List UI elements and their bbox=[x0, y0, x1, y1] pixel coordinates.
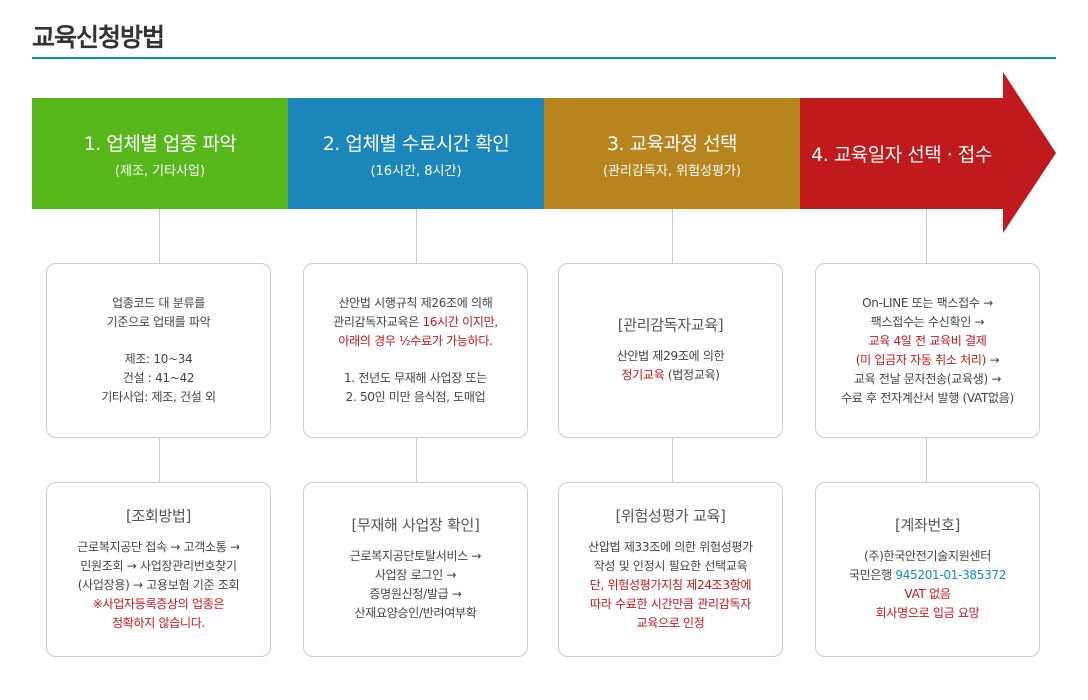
step-2: 2. 업체별 수료시간 확인 (16시간, 8시간) bbox=[288, 98, 544, 209]
highlight-text: 아래의 경우 ½수료가 가능하다. bbox=[338, 334, 493, 348]
text-line: 업종코드 대 분류를 bbox=[112, 296, 205, 310]
industry-code-box: 업종코드 대 분류를 기준으로 업태를 파악 제조: 10~34 건설 : 41… bbox=[46, 263, 271, 438]
highlight-text: 16시간 이지만, bbox=[422, 315, 499, 329]
step-4: 4. 교육일자 선택 · 접수 bbox=[800, 98, 1003, 209]
risk-assessment-box: [위험성평가 교육] 산압법 제33조에 의한 위험성평가 작성 및 인정시 필… bbox=[558, 482, 783, 657]
text-line: (주)한국안전기술지원센터 bbox=[864, 549, 991, 563]
account-number: 945201-01-385372 bbox=[895, 568, 1007, 582]
highlight-text: 따라 수료한 시간만큼 관리감독자 bbox=[590, 596, 751, 611]
text-line: On-LINE 또는 팩스접수 → bbox=[862, 295, 993, 310]
account-number-box: [계좌번호] (주)한국안전기술지원센터 국민은행 945201-01-3853… bbox=[815, 482, 1040, 657]
step-2-label: 2. 업체별 수료시간 확인 bbox=[322, 132, 510, 155]
box-title: [조회방법] bbox=[125, 506, 192, 525]
text-line: (사업장용) → 고용보험 기준 조회 bbox=[77, 577, 240, 592]
highlight-text: 회사명으로 입금 요망 bbox=[875, 606, 980, 620]
box-title: [계좌번호] bbox=[894, 516, 961, 534]
text-line: 근로복지공단 접속 → 고객소통 → bbox=[77, 539, 240, 554]
hours-box: 산안법 시행규칙 제26조에 의해 관리감독자교육은 16시간 이지만, 아래의… bbox=[303, 263, 528, 438]
step-4-label: 4. 교육일자 선택 · 접수 bbox=[811, 144, 992, 166]
text-line: 민원조회 → 사업장관리번호찾기 bbox=[80, 558, 237, 573]
page-title: 교육신청방법 bbox=[32, 23, 165, 52]
text-line: 산안법 제29조에 의한 bbox=[616, 349, 725, 363]
step-3: 3. 교육과정 선택 (관리감독자, 위험성평가) bbox=[544, 98, 800, 209]
title-divider bbox=[32, 57, 1056, 59]
text-line: 기준으로 업태를 파악 bbox=[106, 315, 211, 329]
highlight-text: (미 입금자 자동 취소 처리) bbox=[855, 352, 987, 367]
text-line: (법정교육) bbox=[664, 368, 720, 382]
highlight-text: VAT 없음 bbox=[904, 587, 951, 601]
text-line: 작성 및 인정시 필요한 선택교육 bbox=[593, 558, 748, 573]
text-line: → bbox=[985, 352, 1000, 367]
step-1: 1. 업체별 업종 파악 (제조, 기타사업) bbox=[32, 98, 288, 209]
text-line: 근로복지공단토탈서비스 → bbox=[349, 549, 482, 563]
text-line: 기타사업: 제조, 건설 외 bbox=[101, 390, 216, 404]
no-accident-box: [무재해 사업장 확인] 근로복지공단토탈서비스 → 사업장 로그인 → 증명원… bbox=[303, 482, 528, 657]
highlight-text: 교육으로 인정 bbox=[636, 615, 705, 630]
supervisor-course-box: [관리감독자교육] 산안법 제29조에 의한 정기교육 (법정교육) bbox=[558, 263, 783, 438]
highlight-text: 정확하지 않습니다. bbox=[112, 615, 205, 630]
step-1-label: 1. 업체별 업종 파악 bbox=[83, 132, 237, 155]
highlight-text: 단, 위험성평가지침 제24조3항에 bbox=[589, 577, 752, 592]
text-line: 수료 후 전자계산서 발행 (VAT없음) bbox=[841, 390, 1014, 405]
box-title: [관리감독자교육] bbox=[617, 316, 724, 334]
registration-box: On-LINE 또는 팩스접수 → 팩스접수는 수신확인 → 교육 4일 전 교… bbox=[815, 263, 1040, 438]
text-line: 건설 : 41~42 bbox=[122, 371, 195, 385]
text-line: 국민은행 bbox=[848, 568, 896, 582]
text-line: 증명원신청/발급 → bbox=[369, 587, 462, 601]
step-2-sub: (16시간, 8시간) bbox=[370, 163, 462, 179]
box-title: [위험성평가 교육] bbox=[615, 506, 726, 525]
text-line: 2. 50인 미만 음식점, 도매업 bbox=[345, 390, 486, 404]
highlight-text: 교육 4일 전 교육비 결제 bbox=[868, 333, 987, 348]
highlight-text: ※사업자등록증상의 업종은 bbox=[92, 596, 225, 611]
lookup-method-box: [조회방법] 근로복지공단 접속 → 고객소통 → 민원조회 → 사업장관리번호… bbox=[46, 482, 271, 657]
text-line: 팩스접수는 수신확인 → bbox=[870, 314, 985, 329]
text-line: 1. 전년도 무재해 사업장 또는 bbox=[343, 371, 488, 385]
arrow-shape bbox=[800, 72, 1056, 233]
text-line: 관리감독자교육은 bbox=[333, 315, 423, 329]
text-line: 제조: 10~34 bbox=[124, 352, 193, 366]
text-line: 산압법 제33조에 의한 위험성평가 bbox=[588, 539, 753, 554]
box-title: [무재해 사업장 확인] bbox=[351, 516, 480, 534]
text-line: 사업장 로그인 → bbox=[374, 568, 457, 582]
step-3-sub: (관리감독자, 위험성평가) bbox=[602, 163, 741, 179]
step-3-label: 3. 교육과정 선택 bbox=[606, 132, 738, 155]
step-1-sub: (제조, 기타사업) bbox=[114, 163, 206, 179]
text-line: 산안법 시행규칙 제26조에 의해 bbox=[338, 296, 493, 310]
text-line: 산재요양승인/반려여부확 bbox=[354, 606, 477, 620]
highlight-text: 정기교육 bbox=[621, 368, 665, 382]
text-line: 교육 전날 문자전송(교육생) → bbox=[853, 371, 1002, 386]
